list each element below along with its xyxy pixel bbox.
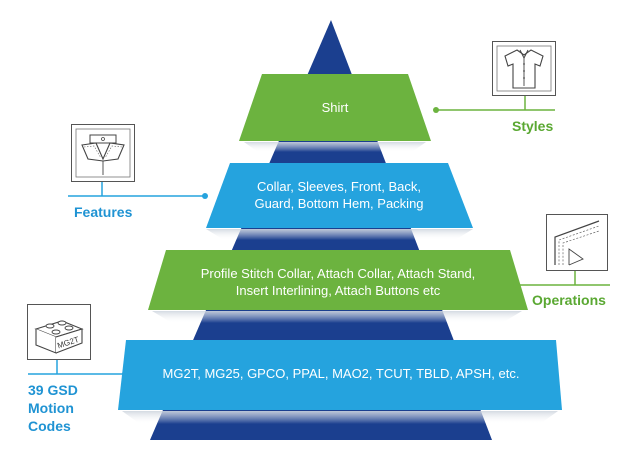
- label-styles: Styles: [512, 118, 554, 134]
- band-shadow: [244, 142, 426, 152]
- band-shadow: [152, 311, 522, 323]
- label-operations: Operations: [532, 292, 606, 308]
- band-operations: [148, 250, 528, 310]
- stitch-icon: [546, 214, 608, 271]
- level-operations-text: Profile Stitch Collar, Attach Collar, At…: [200, 266, 476, 298]
- shirt-icon: [492, 41, 556, 96]
- level-shirt-text: Shirt: [321, 99, 349, 115]
- level-features-text: Collar, Sleeves, Front, Back, Guard, Bot…: [254, 179, 424, 211]
- label-features: Features: [74, 204, 133, 220]
- level-codes-text: MG2T, MG25, GPCO, PPAL, MAO2, TCUT, TBLD…: [162, 365, 520, 381]
- lego-brick-icon: MG2T: [27, 304, 91, 360]
- label-codes: 39 GSD Motion Codes: [28, 382, 78, 434]
- collar-icon: [71, 124, 135, 182]
- band-shirt: [239, 74, 431, 141]
- band-codes: [118, 340, 562, 410]
- connector-features: [68, 181, 208, 199]
- band-features: [206, 163, 473, 228]
- connector-codes: [28, 359, 128, 377]
- connector-operations: [513, 270, 610, 288]
- connector-styles: [433, 95, 555, 113]
- band-shadow: [206, 229, 473, 240]
- band-shadow: [122, 411, 558, 424]
